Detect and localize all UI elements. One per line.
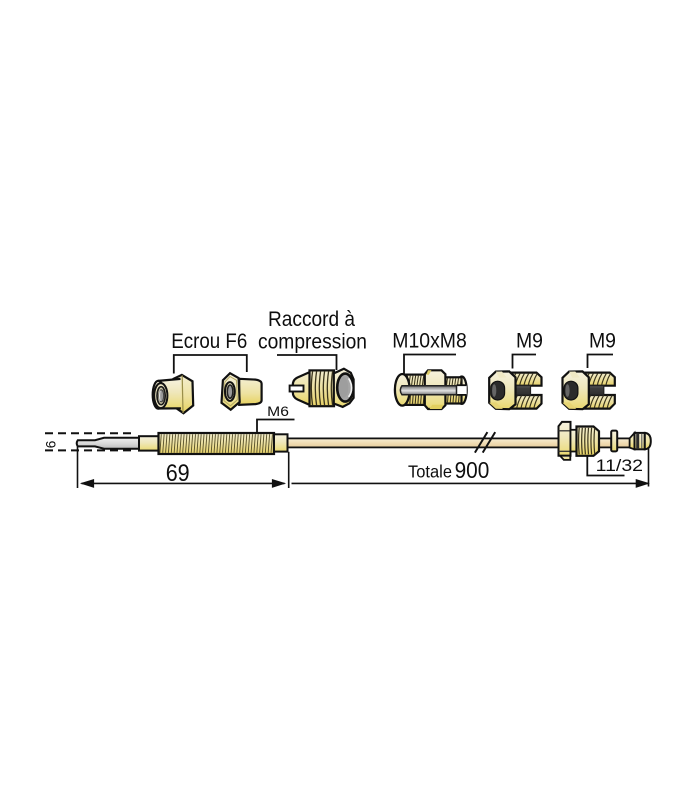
svg-text:900: 900 (455, 457, 490, 483)
svg-text:compression: compression (258, 331, 367, 354)
svg-text:69: 69 (166, 460, 190, 487)
svg-text:M9: M9 (516, 330, 543, 353)
svg-text:Raccord à: Raccord à (268, 308, 355, 331)
svg-text:Totale: Totale (408, 462, 452, 482)
svg-text:M9: M9 (589, 330, 616, 353)
svg-text:6: 6 (43, 440, 59, 448)
svg-text:Ecrou F6: Ecrou F6 (171, 330, 247, 353)
svg-text:M10xM8: M10xM8 (392, 330, 467, 353)
svg-text:11/32: 11/32 (596, 456, 643, 475)
svg-text:M6: M6 (267, 403, 289, 419)
